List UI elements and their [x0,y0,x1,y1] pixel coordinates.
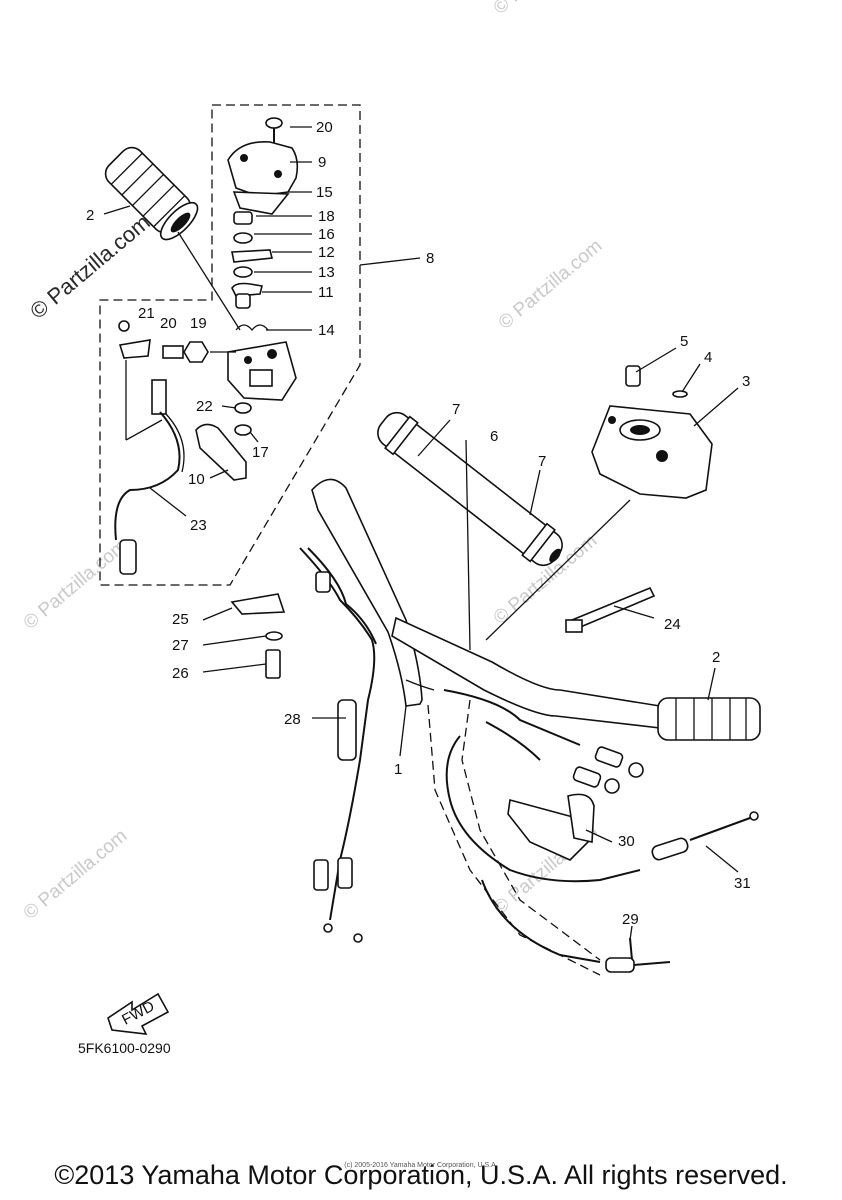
callout-10: 10 [188,471,205,488]
callout-5: 5 [680,333,688,350]
watermark: © Partzilla.com [495,235,607,333]
callout-2: 2 [86,207,94,224]
callout-28: 28 [284,711,301,728]
callout-22: 22 [196,398,213,415]
callout-8: 8 [426,250,434,267]
switch-assembly-parts [114,117,299,575]
watermarks: © Partzilla.com © Partzilla.com © Partzi… [20,0,607,924]
watermark-main: © Partzilla.com [25,209,155,323]
callout-1: 1 [394,761,402,778]
callout-19: 19 [190,315,207,332]
callout-26: 26 [172,665,189,682]
callout-6: 6 [490,428,498,445]
handlebar-outline-right [461,699,601,961]
handlebar-pad [377,411,563,567]
switch-assembly-outline [99,104,361,586]
callout-27: 27 [172,637,189,654]
callout-31: 31 [734,875,751,892]
diagram-code: 5FK6100-0290 [78,1040,171,1056]
leader-lines [103,126,739,941]
callout-12: 12 [318,244,335,261]
callout-25: 25 [172,611,189,628]
callout-13: 13 [318,264,335,281]
upper-clamp-parts [591,365,713,499]
callout-9: 9 [318,154,326,171]
lower-clamp-parts [230,593,286,679]
callout-17: 17 [252,444,269,461]
lever-parts [443,689,644,861]
callout-24: 24 [664,616,681,633]
callout-15: 15 [316,184,333,201]
callout-18: 18 [318,208,335,225]
watermark: © Partzilla.com [20,825,132,923]
callout-2: 2 [712,649,720,666]
callouts: 2 20 9 15 18 16 12 13 11 14 8 21 20 19 2… [86,119,751,928]
callout-23: 23 [190,517,207,534]
watermark: © Partzilla.com [490,0,602,19]
small-copyright: (c) 2005-2016 Yamaha Motor Corporation, … [344,1162,498,1169]
copyright-footer: ©2013 Yamaha Motor Corporation, U.S.A. A… [54,1160,788,1190]
cable-tie [565,586,656,633]
callout-3: 3 [742,373,750,390]
left-grip [104,146,199,241]
callout-20: 20 [316,119,333,136]
callout-21: 21 [138,305,155,322]
throttle-cable [299,547,377,943]
cables [445,735,759,973]
callout-11: 11 [318,284,334,301]
callout-16: 16 [318,226,335,243]
callout-30: 30 [618,833,635,850]
callout-4: 4 [704,349,712,366]
right-grip [657,697,761,741]
callout-7: 7 [452,401,460,418]
fwd-arrow-icon: FWD [107,992,170,1035]
callout-7: 7 [538,453,546,470]
callout-14: 14 [318,322,335,339]
callout-29: 29 [622,911,639,928]
callout-20: 20 [160,315,177,332]
